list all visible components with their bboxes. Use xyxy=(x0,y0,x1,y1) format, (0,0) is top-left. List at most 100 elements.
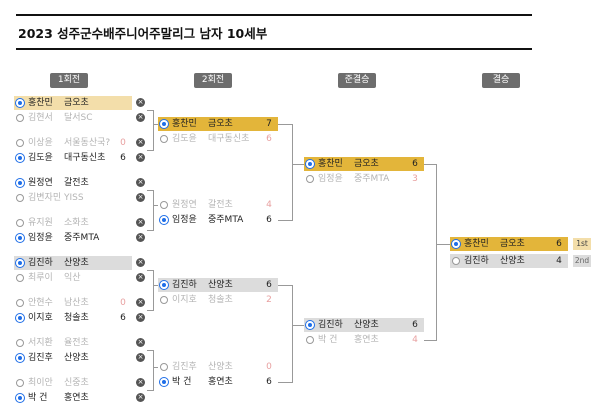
close-icon[interactable]: × xyxy=(136,193,145,202)
connector-line xyxy=(153,110,154,151)
player-name: 김진하 xyxy=(318,320,343,330)
close-icon[interactable]: × xyxy=(136,218,145,227)
close-icon[interactable]: × xyxy=(136,298,145,307)
radio-button[interactable] xyxy=(160,201,168,209)
radio-button[interactable] xyxy=(306,160,314,168)
radio-button[interactable] xyxy=(306,321,314,329)
radio-button[interactable] xyxy=(16,139,24,147)
close-icon[interactable]: × xyxy=(136,273,145,282)
radio-button[interactable] xyxy=(160,216,168,224)
radio-button[interactable] xyxy=(16,379,24,387)
player-score: 4 xyxy=(266,200,272,210)
close-icon[interactable]: × xyxy=(136,138,145,147)
connector-line xyxy=(153,367,158,368)
page-title: 2023 성주군수배주니어주말리그 남자 10세부 xyxy=(18,26,268,41)
radio-button[interactable] xyxy=(16,354,24,362)
radio-button[interactable] xyxy=(160,363,168,371)
player-team: 산양초 xyxy=(354,320,379,330)
radio-button[interactable] xyxy=(16,179,24,187)
radio-button[interactable] xyxy=(160,120,168,128)
radio-button[interactable] xyxy=(16,234,24,242)
radio-button[interactable] xyxy=(16,194,24,202)
close-icon[interactable]: × xyxy=(136,153,145,162)
close-icon[interactable]: × xyxy=(136,353,145,362)
player-team: 산양초 xyxy=(208,280,233,290)
radio-button[interactable] xyxy=(306,175,314,183)
player-team: 금오초 xyxy=(208,119,233,129)
radio-button[interactable] xyxy=(160,378,168,386)
player-score: 6 xyxy=(266,134,272,144)
radio-button[interactable] xyxy=(16,154,24,162)
player-name: 이지호 xyxy=(28,313,53,323)
radio-button[interactable] xyxy=(16,259,24,267)
player-name: 임정윤 xyxy=(172,215,197,225)
connector-line xyxy=(292,164,304,165)
connector-line xyxy=(278,220,292,221)
radio-button[interactable] xyxy=(16,299,24,307)
player-team: 청솔초 xyxy=(64,313,89,323)
radio-button[interactable] xyxy=(160,296,168,304)
close-icon[interactable]: × xyxy=(136,233,145,242)
radio-button[interactable] xyxy=(306,336,314,344)
close-icon[interactable]: × xyxy=(136,113,145,122)
close-icon[interactable]: × xyxy=(136,338,145,347)
radio-button[interactable] xyxy=(16,219,24,227)
player-team: 홍연초 xyxy=(208,377,233,387)
connector-line xyxy=(278,382,292,383)
player-name: 김현서 xyxy=(28,113,53,123)
player-team: 갈전초 xyxy=(208,200,233,210)
radio-button[interactable] xyxy=(16,99,24,107)
close-icon[interactable]: × xyxy=(136,393,145,402)
radio-button[interactable] xyxy=(16,339,24,347)
radio-button[interactable] xyxy=(160,135,168,143)
radio-button[interactable] xyxy=(16,394,24,402)
radio-button[interactable] xyxy=(16,274,24,282)
radio-button[interactable] xyxy=(160,281,168,289)
radio-button[interactable] xyxy=(452,257,460,265)
player-name: 안현수 xyxy=(28,298,53,308)
radio-button[interactable] xyxy=(452,240,460,248)
radio-button[interactable] xyxy=(16,314,24,322)
close-icon[interactable]: × xyxy=(136,378,145,387)
player-name: 김진후 xyxy=(28,353,53,363)
close-icon[interactable]: × xyxy=(136,178,145,187)
player-name: 홍찬민 xyxy=(318,159,343,169)
close-icon[interactable]: × xyxy=(136,258,145,267)
radio-button[interactable] xyxy=(16,114,24,122)
first-place-badge: 1st xyxy=(573,238,591,250)
connector-line xyxy=(292,285,293,383)
player-team: 홍연초 xyxy=(64,393,89,403)
close-icon[interactable]: × xyxy=(136,313,145,322)
close-icon[interactable]: × xyxy=(136,98,145,107)
